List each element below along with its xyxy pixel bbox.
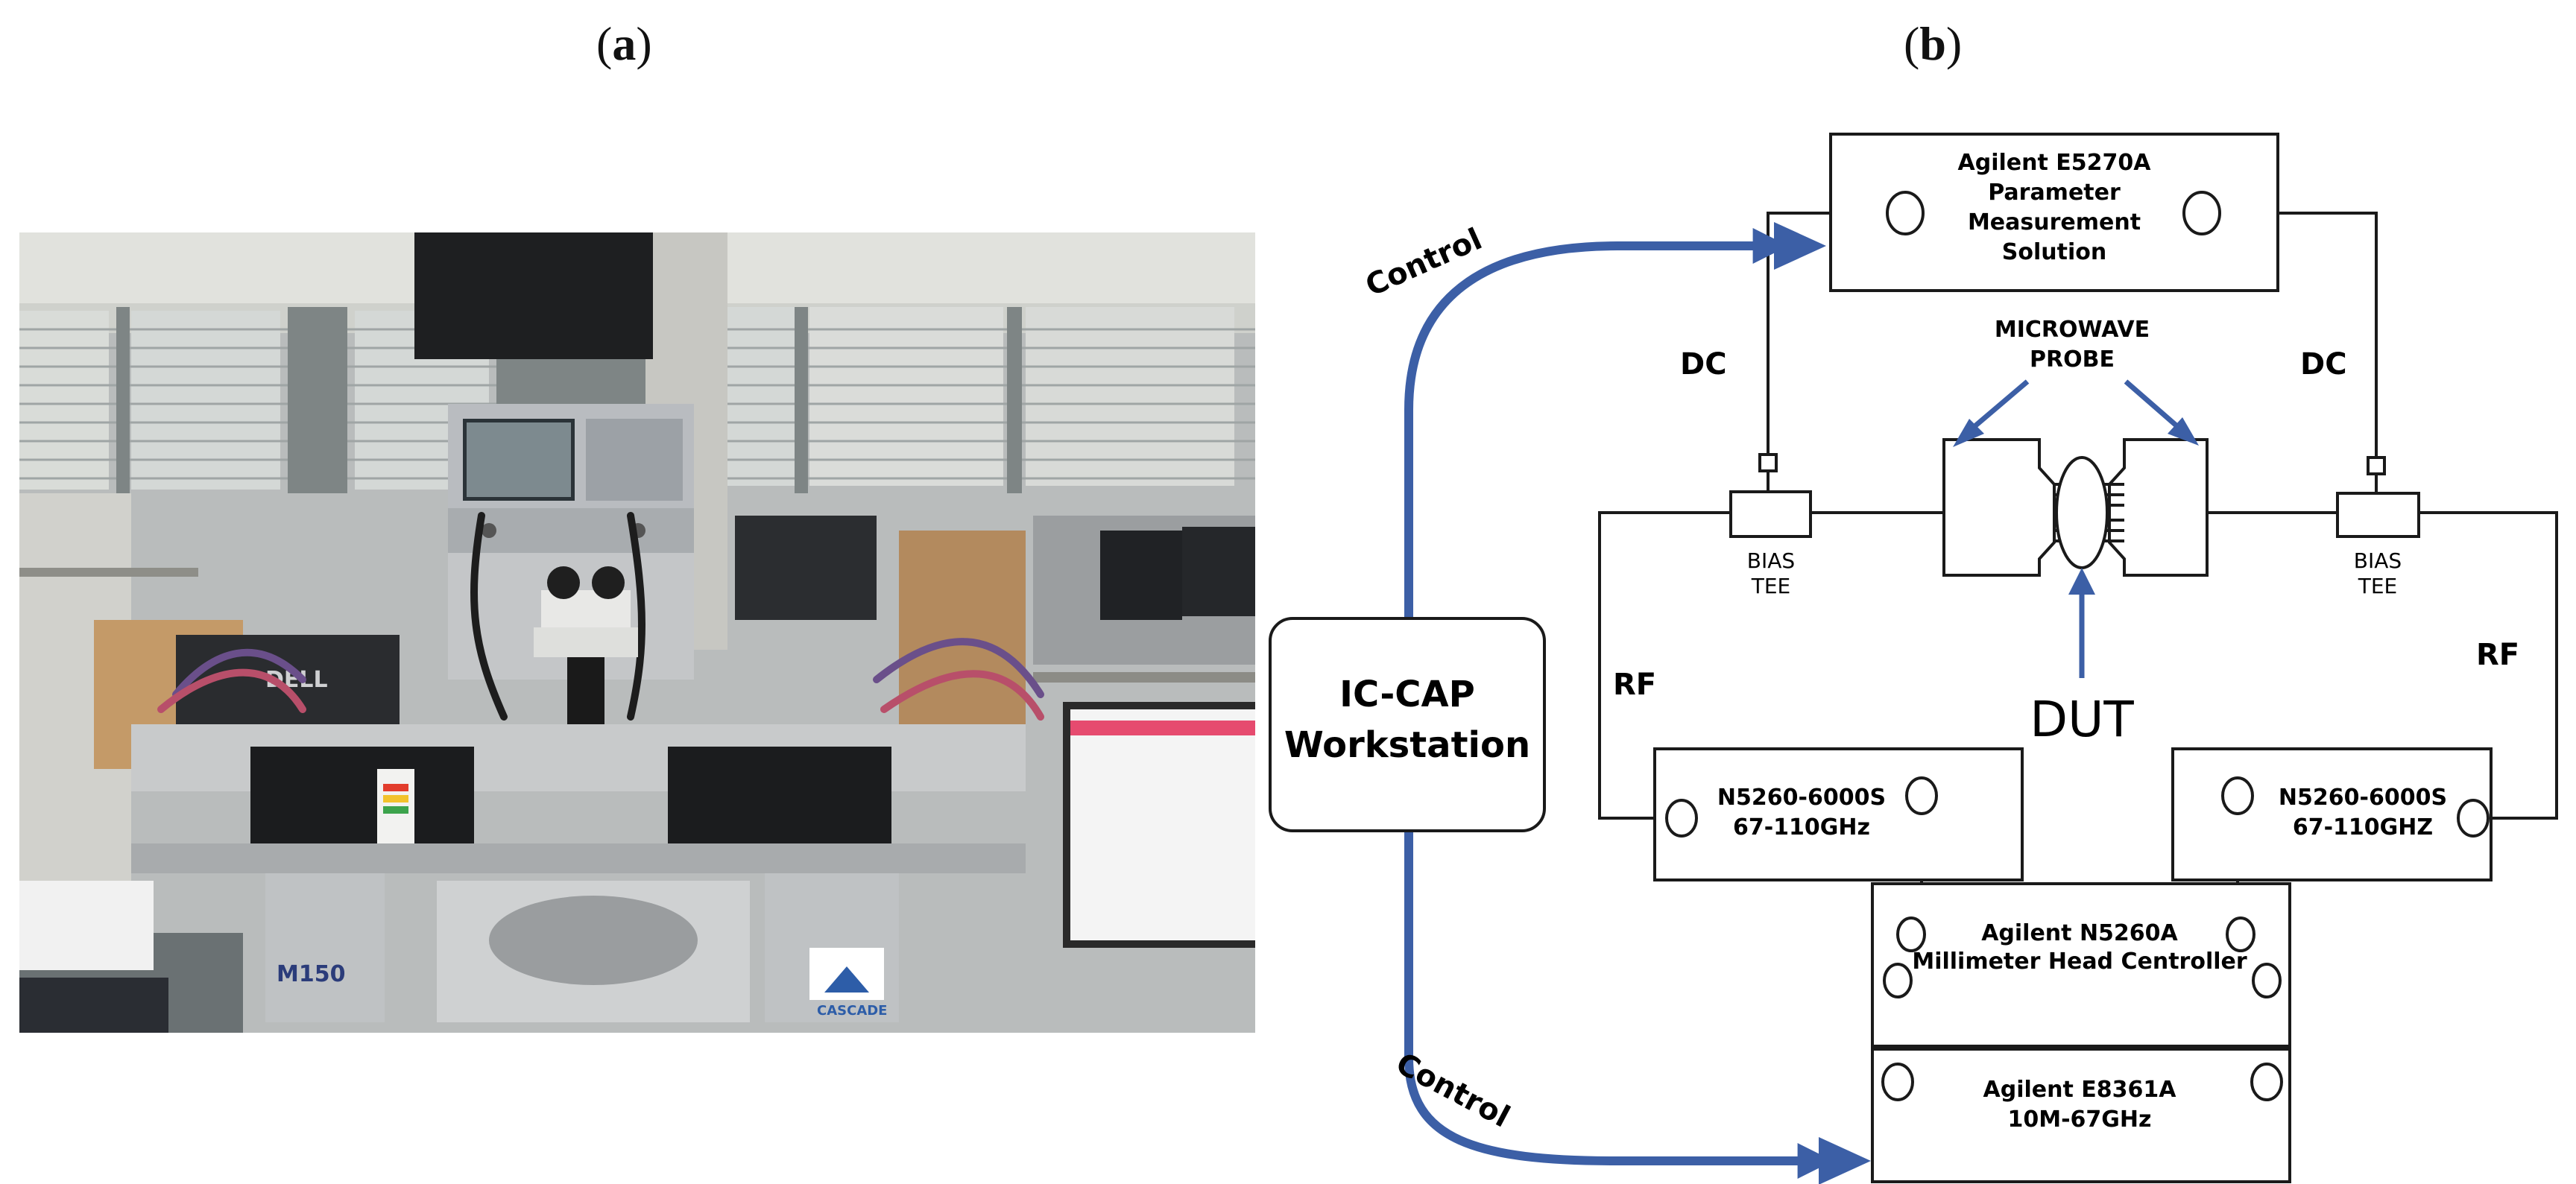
frequency-extender-right: N5260-6000S 67-110GHZ	[2171, 747, 2493, 881]
microwave-probe-label: MICROWAVE	[1995, 317, 2150, 343]
svg-text:CASCADE: CASCADE	[817, 1003, 887, 1019]
svg-text:TEE: TEE	[1751, 574, 1791, 598]
dut-label: DUT	[2030, 691, 2134, 748]
ic-cap-workstation-box: IC-CAP Workstation	[1269, 617, 1546, 832]
parameter-analyzer-box: Agilent E5270A Parameter Measurement Sol…	[1829, 133, 2279, 292]
bias-tee-left: BIAS TEE	[1729, 453, 1812, 598]
vna-box: Agilent E8361A 10M-67GHz	[1871, 1045, 2291, 1183]
svg-text:Agilent E5270A: Agilent E5270A	[1958, 150, 2152, 176]
bias-tee-right: BIAS TEE	[2336, 456, 2420, 598]
probe-arrow-right-icon	[2168, 417, 2199, 446]
dut-arrow-icon	[2068, 568, 2095, 595]
svg-text:Agilent E8361A: Agilent E8361A	[1983, 1077, 2177, 1103]
microwave-probes	[1942, 438, 2209, 577]
control-top-label: Control	[1360, 222, 1487, 303]
rf-right-label: RF	[2476, 638, 2519, 672]
arrow-head-bottom-icon	[1819, 1137, 1871, 1184]
panel-label-b: (b)	[1904, 17, 1963, 70]
overhead-monitor	[414, 232, 653, 359]
measurement-block-diagram: Agilent E5270A Parameter Measurement Sol…	[1269, 133, 2558, 1184]
dc-left-label: DC	[1680, 347, 1727, 382]
laptop-screen	[1063, 702, 1255, 948]
svg-text:Measurement: Measurement	[1968, 209, 2141, 235]
svg-text:Parameter: Parameter	[1988, 180, 2121, 206]
probe-arrows	[1966, 379, 2186, 678]
probe-arrow-left-icon	[1953, 419, 1984, 447]
lab-setup-photo: DELL	[19, 232, 1255, 1033]
microwave-probe-label-2: PROBE	[2030, 346, 2115, 373]
millimeter-head-controller-box: Agilent N5260A Millimeter Head Centrolle…	[1871, 882, 2291, 1049]
svg-text:BIAS: BIAS	[1747, 548, 1795, 573]
probe-station: CASCADE M150	[131, 724, 1026, 1022]
svg-text:Millimeter Head Centroller: Millimeter Head Centroller	[1912, 949, 2247, 975]
control-arrows	[1404, 228, 1834, 1179]
svg-text:M150: M150	[277, 961, 345, 987]
svg-text:67-110GHz: 67-110GHz	[1733, 814, 1870, 840]
svg-text:Agilent N5260A: Agilent N5260A	[1981, 920, 2178, 946]
svg-text:10M-67GHz: 10M-67GHz	[2008, 1107, 2152, 1133]
svg-text:N5260-6000S: N5260-6000S	[2279, 785, 2447, 811]
rf-left-label: RF	[1613, 668, 1656, 702]
svg-text:Workstation: Workstation	[1284, 724, 1530, 766]
svg-text:67-110GHZ: 67-110GHZ	[2293, 814, 2433, 840]
dc-right-label: DC	[2300, 347, 2347, 382]
arrow-head-top-icon	[1774, 222, 1826, 270]
svg-text:IC-CAP: IC-CAP	[1339, 674, 1475, 715]
svg-text:N5260-6000S: N5260-6000S	[1717, 785, 1886, 811]
frequency-extender-left: N5260-6000S 67-110GHz	[1653, 747, 2024, 881]
svg-text:Solution: Solution	[2002, 239, 2106, 265]
svg-text:BIAS: BIAS	[2354, 548, 2402, 573]
svg-text:TEE: TEE	[2358, 574, 2398, 598]
panel-label-a: (a)	[596, 17, 652, 70]
